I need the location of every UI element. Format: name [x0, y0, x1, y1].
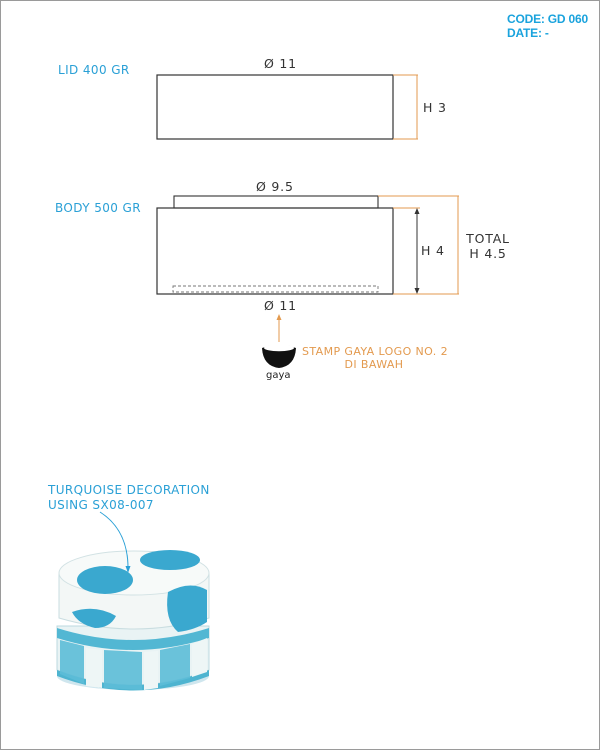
stamp-arrow — [276, 314, 282, 342]
total-height-label: TOTAL H 4.5 — [463, 231, 513, 261]
lid-outline — [156, 74, 394, 140]
stamp-note-line1: STAMP GAYA LOGO NO. 2 — [302, 345, 448, 358]
drawing-date: DATE: - — [507, 26, 549, 40]
gaya-logo-icon — [262, 344, 296, 368]
lid-height-label: H 3 — [423, 100, 447, 115]
product-code: CODE: GD 060 — [507, 12, 588, 26]
stamp-note-line2: DI BAWAH — [344, 358, 404, 371]
body-label: BODY 500 GR — [55, 201, 141, 215]
header-block: CODE: GD 060 DATE: - — [507, 12, 588, 40]
product-photo — [56, 550, 210, 691]
decoration-note-line1: TURQUOISE DECORATION — [48, 483, 210, 497]
lid-label: LID 400 GR — [58, 63, 130, 77]
body-bottom-diameter-label: Ø 11 — [264, 298, 297, 313]
decoration-note-line2: USING SX08-007 — [48, 498, 154, 512]
body-height-dimension — [393, 207, 420, 295]
decoration-leader — [99, 511, 129, 569]
body-top-diameter-label: Ø 9.5 — [256, 179, 294, 194]
gaya-logo-text: gaya — [266, 370, 291, 381]
total-height-dimension — [378, 195, 459, 295]
stamp-note: STAMP GAYA LOGO NO. 2 DI BAWAH — [302, 345, 448, 371]
body-foot-ring — [172, 285, 379, 293]
body-rim-outline — [173, 195, 379, 209]
lid-diameter-label: Ø 11 — [264, 56, 297, 71]
decoration-note: TURQUOISE DECORATION USING SX08-007 — [48, 483, 210, 513]
body-height-label: H 4 — [421, 243, 445, 258]
total-height-label-line2: H 4.5 — [469, 246, 507, 261]
lid-height-dimension — [393, 74, 418, 140]
total-height-label-line1: TOTAL — [466, 231, 510, 246]
body-outline — [156, 207, 394, 295]
